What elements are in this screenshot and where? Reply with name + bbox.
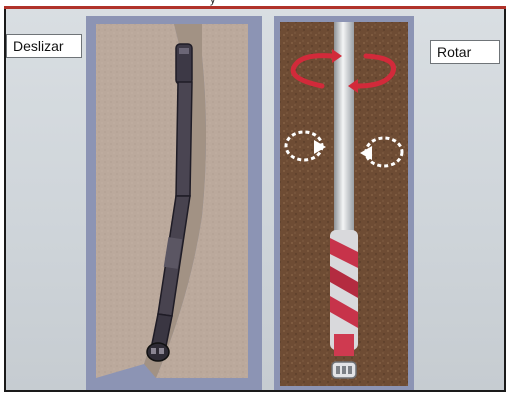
rotate-panel [274, 16, 414, 390]
slide-illustration [86, 16, 262, 390]
rotate-label: Rotar [430, 40, 500, 64]
top-caption: y [210, 0, 330, 6]
slide-panel [86, 16, 262, 390]
slide-label: Deslizar [6, 34, 82, 58]
rotate-illustration [274, 16, 414, 390]
top-red-rule [4, 6, 506, 9]
spiral-stabilizer [330, 230, 358, 356]
drill-bit [332, 362, 356, 378]
